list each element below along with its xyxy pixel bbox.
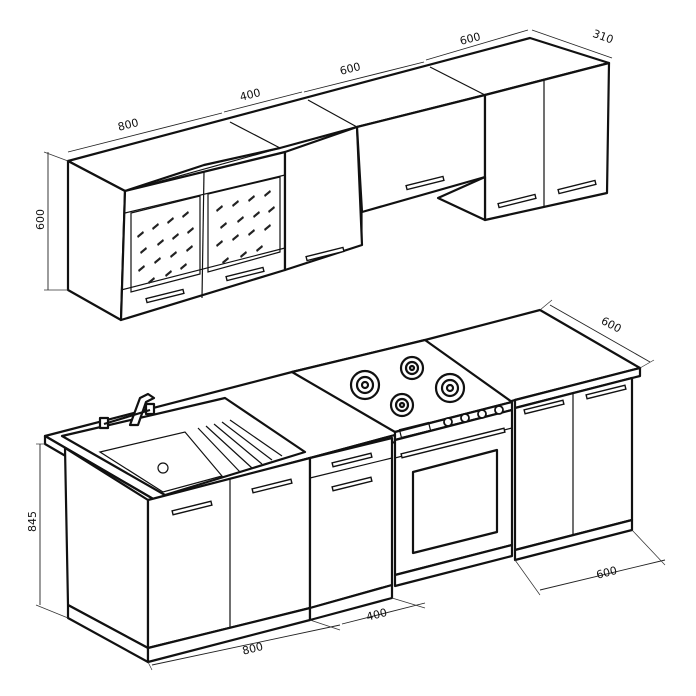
upper-double-cabinet-handle-right[interactable] bbox=[557, 179, 597, 195]
drawer-divider bbox=[309, 457, 393, 479]
dim-upper-height-600: 600 bbox=[34, 209, 47, 230]
right-cabinet-handle-right[interactable] bbox=[585, 384, 627, 400]
upper-double-cabinet-recess bbox=[436, 175, 487, 222]
burner-front-right-inner bbox=[394, 397, 410, 413]
drainboard-rib bbox=[205, 425, 253, 469]
stove-knob-1[interactable] bbox=[443, 417, 453, 427]
burner-front-left-core bbox=[360, 380, 370, 390]
burner-back-right-core bbox=[445, 383, 455, 393]
dim-lower-400: 400 bbox=[365, 606, 389, 624]
dim-lower-600-depth: 600 bbox=[599, 314, 624, 335]
oven-handle[interactable] bbox=[400, 427, 506, 459]
stove-burners[interactable] bbox=[349, 355, 466, 418]
dim-upper-800: 800 bbox=[116, 116, 140, 134]
dim-line-lower-600-width bbox=[539, 559, 666, 591]
stove-display bbox=[398, 421, 432, 439]
sink-cabinet-handle-left[interactable] bbox=[171, 500, 213, 516]
dim-ext-line bbox=[35, 604, 69, 619]
dim-line-lower-600-depth bbox=[549, 304, 651, 363]
drainboard-rib bbox=[221, 421, 273, 461]
glass-cabinet-top-rail bbox=[124, 174, 286, 214]
glass-cabinet-door-split bbox=[201, 171, 205, 299]
stove-knob-4[interactable] bbox=[494, 405, 504, 415]
sink-basin bbox=[98, 431, 224, 493]
drawer-cabinet-front bbox=[308, 436, 394, 610]
lower-cabinets bbox=[43, 308, 642, 664]
dim-upper-600-a: 600 bbox=[338, 60, 362, 78]
glass-panel-left bbox=[130, 195, 201, 293]
dim-line-lower-800 bbox=[151, 624, 341, 666]
dim-upper-600-b: 600 bbox=[458, 30, 482, 48]
drainboard-rib bbox=[213, 423, 263, 465]
faucet-bar bbox=[103, 408, 151, 426]
sink bbox=[60, 392, 307, 497]
dim-line-lower-400 bbox=[341, 602, 426, 625]
upper-dimensions: 800 400 600 600 310 600 bbox=[34, 27, 615, 291]
dim-line-upper-310 bbox=[531, 29, 613, 59]
dim-lower-600-width: 600 bbox=[595, 564, 619, 582]
dim-line-upper-600-a bbox=[303, 61, 425, 93]
burner-back-left-inner bbox=[404, 360, 420, 376]
upper-top-divider bbox=[307, 99, 358, 128]
stove-knob-2[interactable] bbox=[460, 413, 470, 423]
upper-double-cabinet-handle-left[interactable] bbox=[497, 193, 537, 209]
dim-ext-line bbox=[147, 661, 153, 671]
glass-cabinet-handle-left[interactable] bbox=[145, 288, 185, 304]
dim-ext-line bbox=[309, 619, 341, 631]
upper-400-cabinet-handle[interactable] bbox=[305, 246, 345, 262]
upper-top-divider bbox=[229, 121, 281, 149]
glass-cabinet-handle-right[interactable] bbox=[225, 266, 265, 282]
dim-ext-line bbox=[43, 151, 69, 162]
faucet-body[interactable] bbox=[128, 392, 156, 427]
dim-ext-line bbox=[514, 559, 541, 596]
glass-panel-right bbox=[207, 176, 281, 273]
dim-ext-line bbox=[539, 299, 553, 311]
upper-top-divider bbox=[429, 66, 486, 96]
upper-cabinets bbox=[66, 36, 611, 322]
burner-front-left-inner bbox=[355, 375, 375, 395]
faucet[interactable] bbox=[98, 392, 156, 430]
dim-upper-400: 400 bbox=[238, 86, 262, 104]
sink-cabinet-handle-right[interactable] bbox=[251, 478, 293, 494]
dim-ext-line bbox=[391, 597, 426, 609]
drawer-handle-bottom[interactable] bbox=[331, 476, 373, 492]
burner-back-right-inner bbox=[440, 378, 460, 398]
sink-drainboard-ribs bbox=[197, 419, 283, 473]
stove-control-panel bbox=[394, 409, 513, 459]
dim-ext-line bbox=[639, 359, 655, 369]
drawer-handle-top[interactable] bbox=[331, 452, 373, 468]
stove bbox=[290, 338, 514, 588]
dim-line-upper-600-b bbox=[425, 29, 529, 61]
dim-lower-800: 800 bbox=[241, 640, 265, 658]
burner-front-right-core bbox=[398, 401, 406, 409]
faucet-tap-right[interactable] bbox=[144, 402, 156, 416]
upper-400-cabinet-front bbox=[283, 125, 364, 272]
burner-front-left[interactable] bbox=[349, 369, 381, 401]
dim-lower-height-845: 845 bbox=[26, 511, 39, 532]
sink-drain bbox=[157, 462, 169, 474]
oven-window bbox=[411, 448, 499, 555]
burner-front-right[interactable] bbox=[389, 392, 415, 418]
dim-line-upper-400 bbox=[223, 91, 303, 113]
burner-back-left-core bbox=[408, 364, 416, 372]
drainboard-rib bbox=[197, 427, 241, 473]
dim-line-upper-800 bbox=[67, 112, 223, 153]
stove-knob-3[interactable] bbox=[477, 409, 487, 419]
upper-lift-cabinet-handle[interactable] bbox=[405, 175, 445, 191]
dim-upper-310: 310 bbox=[591, 27, 615, 46]
dim-ext-line bbox=[631, 529, 666, 566]
burner-back-left[interactable] bbox=[399, 355, 425, 381]
drainboard-rib bbox=[229, 419, 283, 457]
lower-dimensions: 845 800 400 600 600 bbox=[26, 299, 666, 671]
right-cabinet-handle-left[interactable] bbox=[523, 399, 565, 415]
countertop-right-edge bbox=[513, 366, 642, 410]
sink-body bbox=[60, 396, 307, 497]
stove-plinth bbox=[393, 543, 514, 588]
burner-back-right[interactable] bbox=[434, 372, 466, 404]
